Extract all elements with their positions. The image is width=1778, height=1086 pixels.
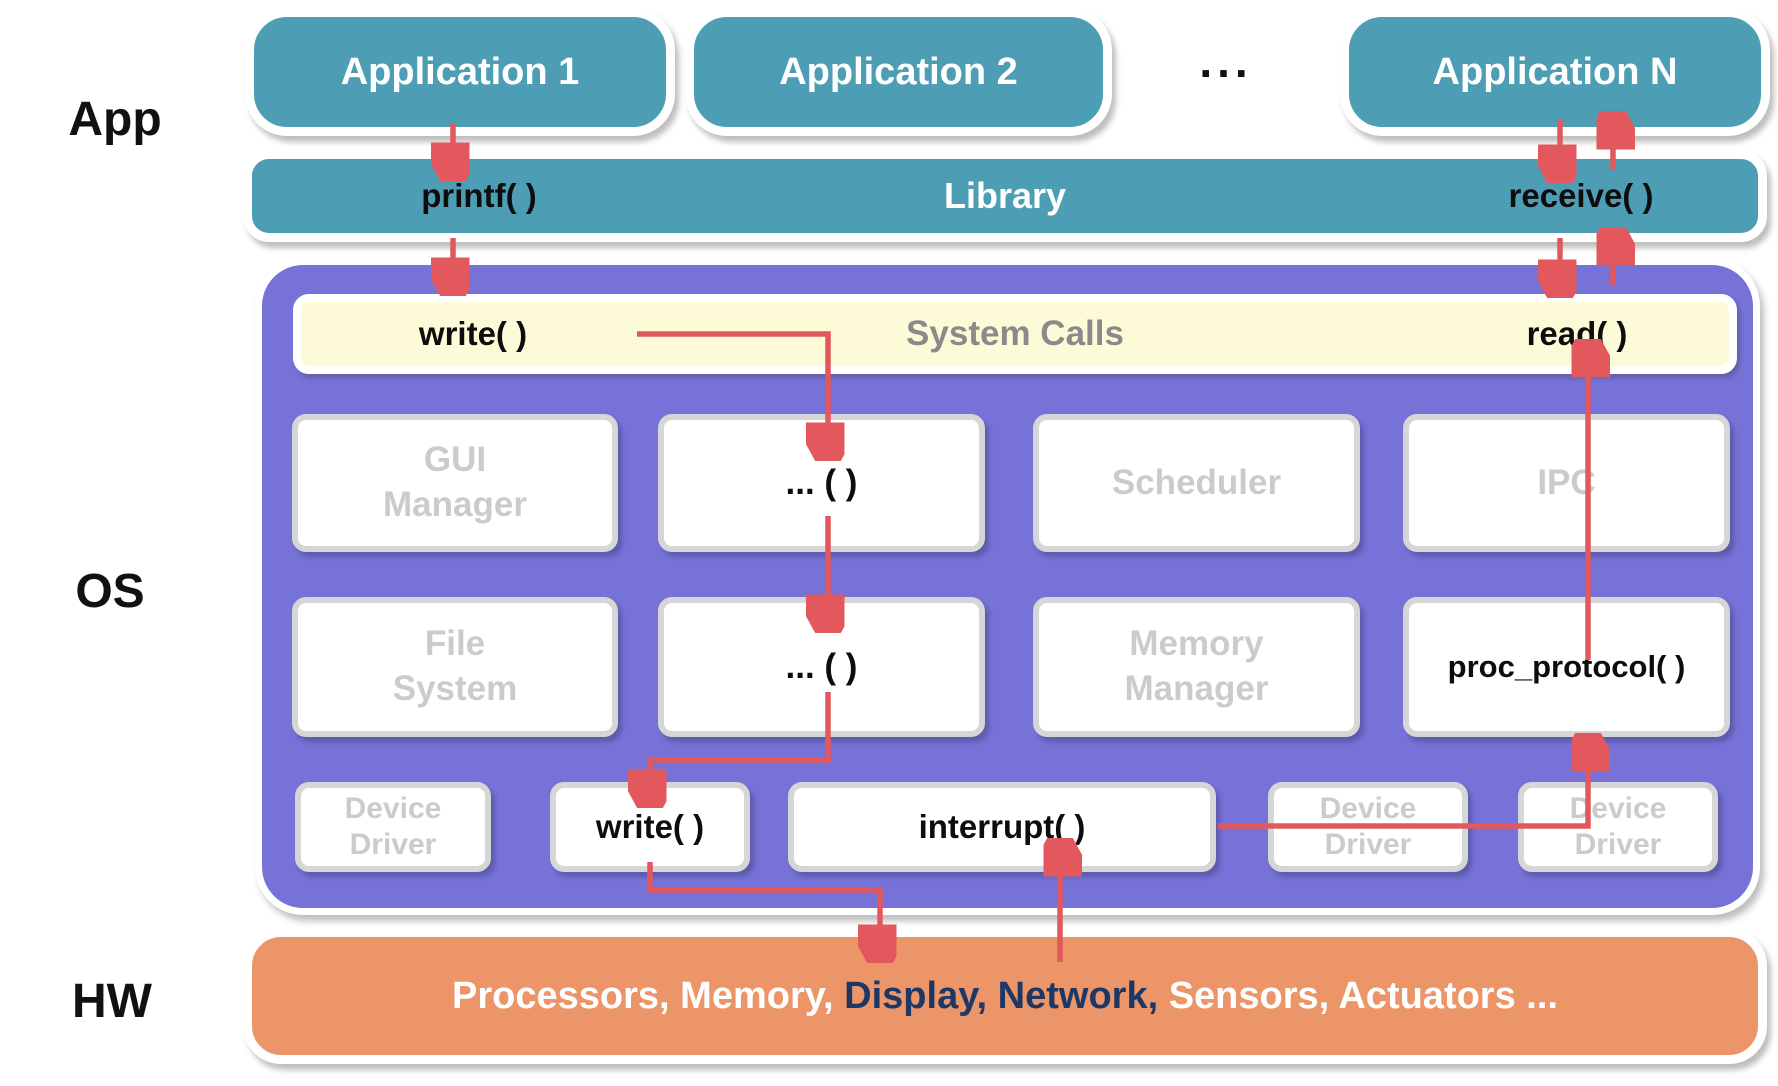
memory-manager-box: Memory Manager [1033,597,1360,737]
application-2-box: Application 2 [685,8,1112,136]
application-1-box: Application 1 [245,8,675,136]
receive-call-label: receive( ) [1508,177,1654,214]
printf-call-label: printf( ) [421,177,537,214]
ipc-box: IPC [1403,414,1730,552]
scheduler-box: Scheduler [1033,414,1360,552]
kernel-fn-box-2: ... ( ) [658,597,985,737]
read-syscall-label: read( ) [1526,315,1628,352]
layer-label-app: App [68,93,162,146]
write-syscall-label: write( ) [418,315,528,352]
library-bar: printf( ) Library receive( ) [243,150,1767,242]
system-calls-bar: write( ) System Calls read( ) [293,294,1737,374]
interrupt-box: interrupt( ) [788,782,1216,872]
hw-text-segment [987,975,998,1018]
hw-text-segment: Sensors, Actuators ... [1168,974,1558,1017]
hardware-bar: Processors, Memory, Display, Network, Se… [243,928,1767,1064]
proc-protocol-box: proc_protocol( ) [1403,597,1730,737]
file-system-box: File System [292,597,618,737]
system-calls-title: System Calls [906,314,1124,353]
hw-text-segment [1158,975,1169,1018]
driver-write-box: write( ) [550,782,750,872]
layer-label-hw: HW [72,975,152,1028]
device-driver-box-2: Device Driver [1268,782,1468,872]
kernel-fn-box-1: ... ( ) [658,414,985,552]
hw-text-display: Display, [844,974,988,1017]
device-driver-box-3: Device Driver [1518,782,1718,872]
layer-label-os: OS [75,565,145,618]
hw-text-segment: Processors, Memory, [452,974,845,1017]
applications-ellipsis: ... [1199,35,1253,87]
hw-text-network: Network, [997,974,1159,1017]
gui-manager-box: GUI Manager [292,414,618,552]
device-driver-box-1: Device Driver [295,782,491,872]
application-n-box: Application N [1340,8,1770,136]
library-title: Library [943,175,1067,216]
